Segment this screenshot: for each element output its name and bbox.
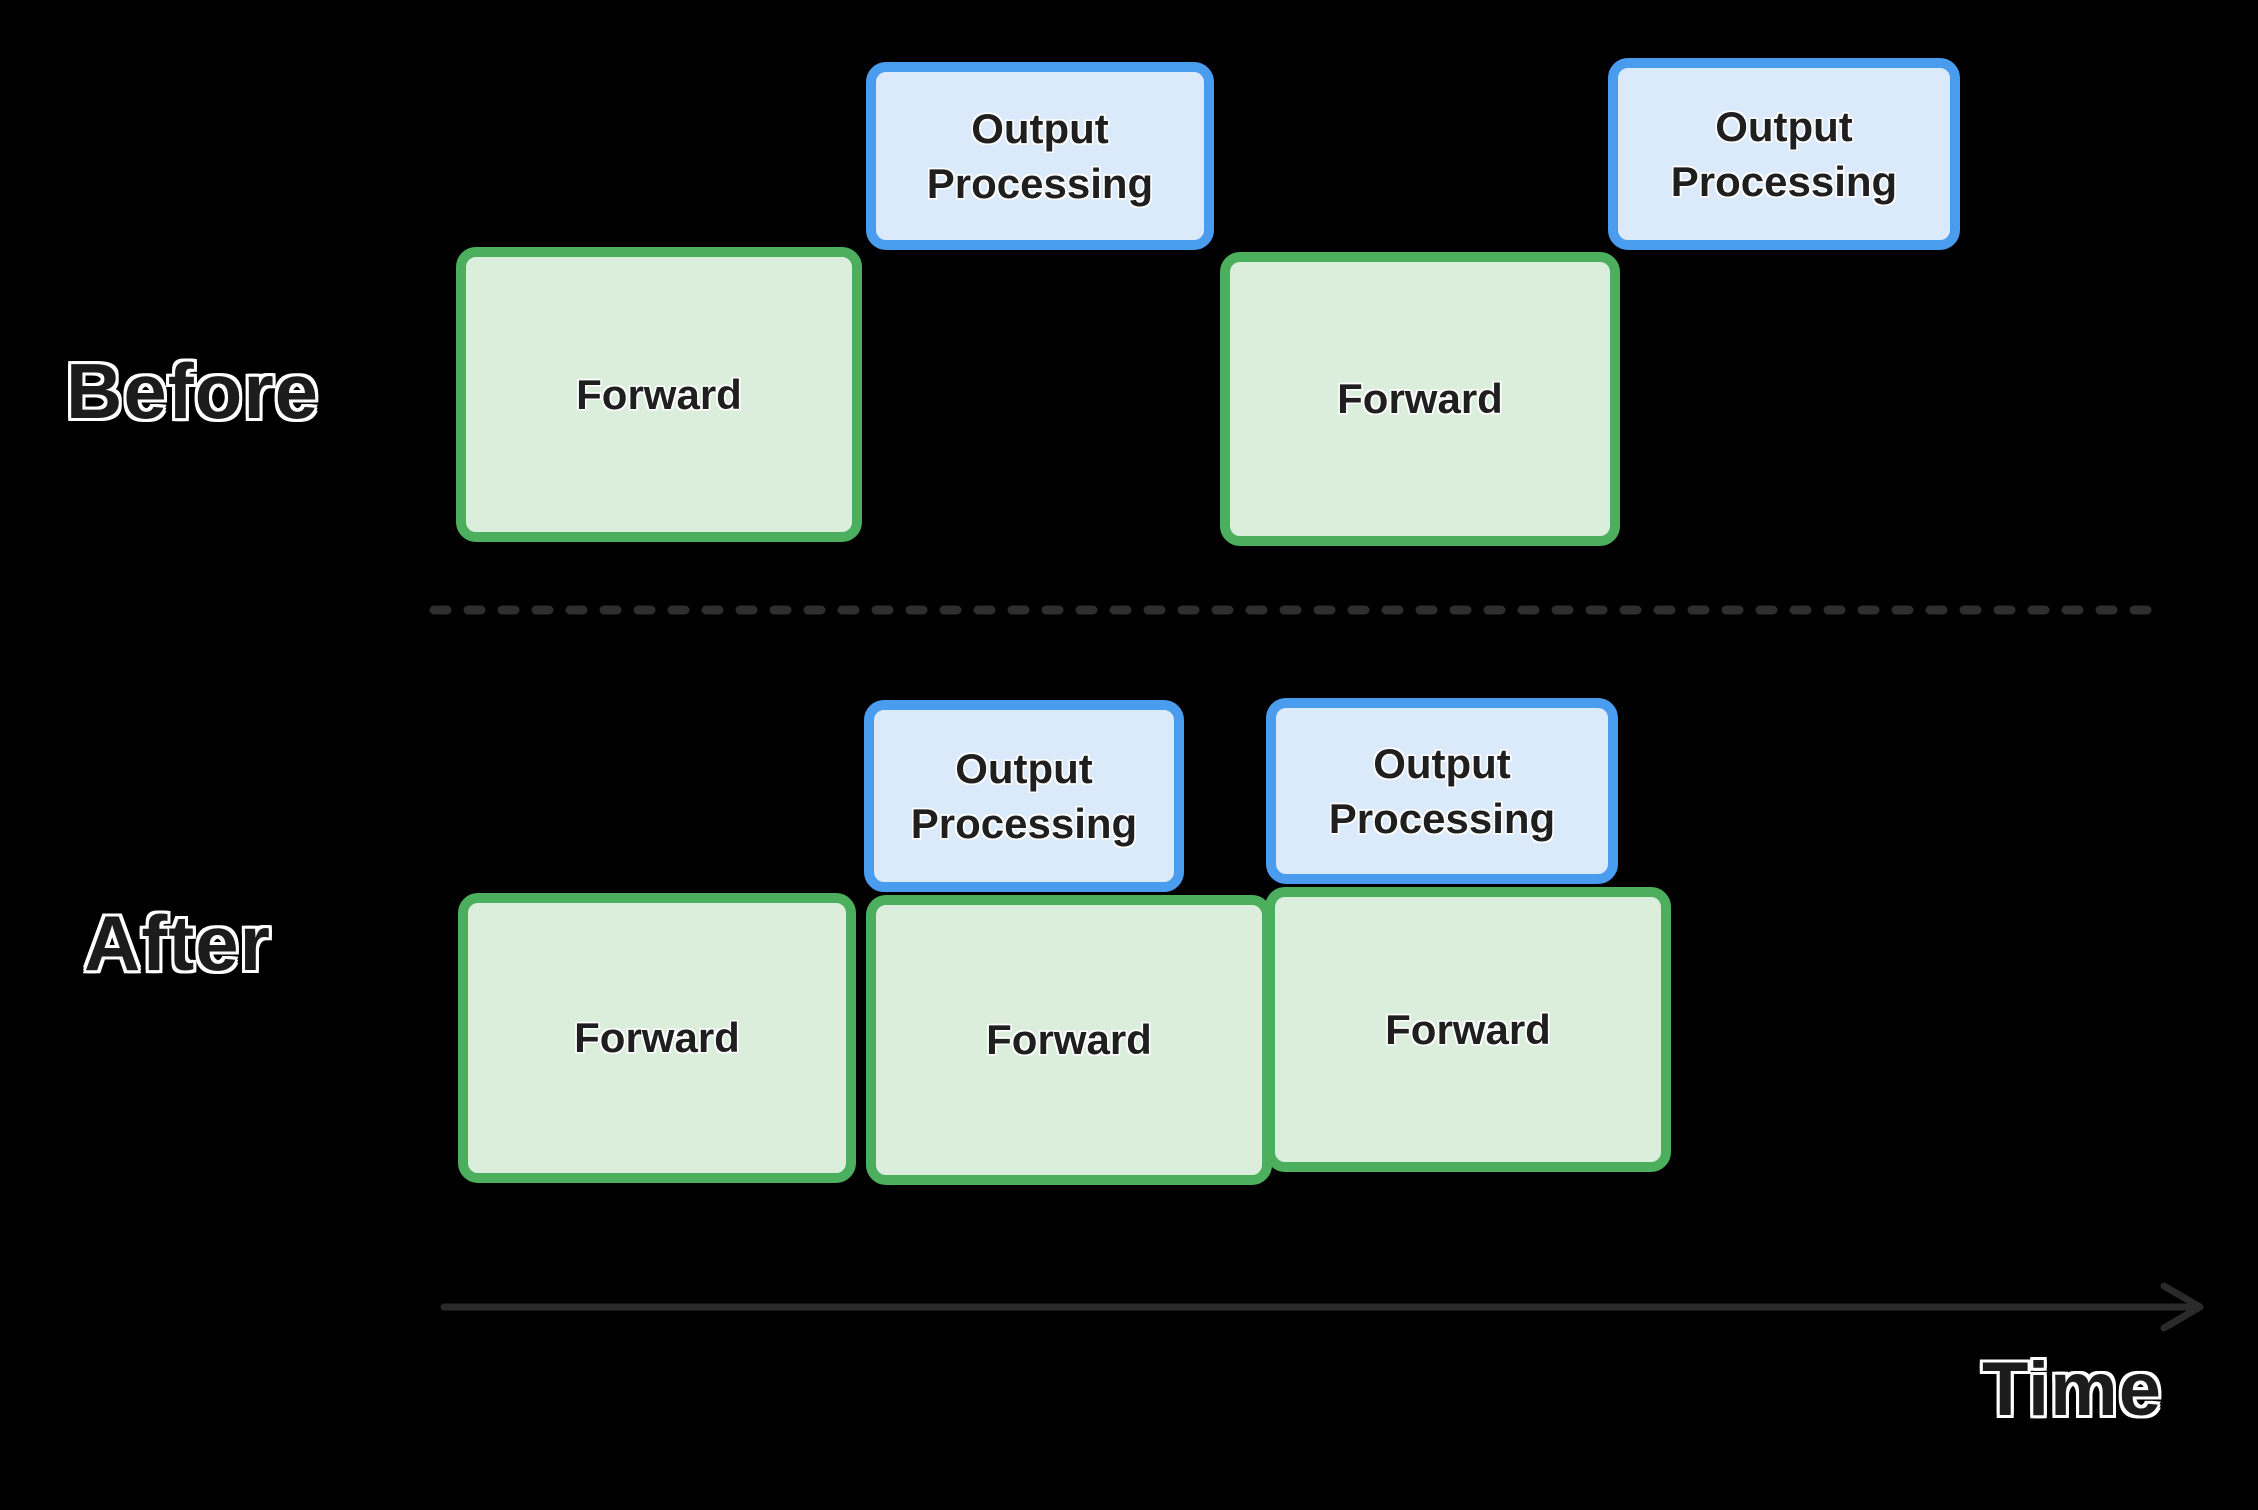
after-forward-block-2: Forward [866,895,1272,1185]
output-processing-block-label: Output Processing [926,104,1154,207]
before-output-processing-block-2: Output Processing [1608,58,1960,250]
before-row-label: Before [66,347,320,435]
forward-block-label: Forward [1385,1005,1551,1053]
time-axis-label: Time [1982,1347,2163,1432]
after-row-label: After [84,899,272,987]
forward-block-label: Forward [574,1014,740,1062]
after-forward-block-1: Forward [458,893,856,1183]
before-forward-block-2: Forward [1220,252,1620,546]
output-processing-block-label: Output Processing [1328,739,1556,842]
output-processing-block-label: Output Processing [1670,102,1898,205]
forward-block-label: Forward [1337,375,1503,423]
time-arrow-head-icon [2160,1282,2204,1332]
before-output-processing-block-1: Output Processing [866,62,1214,250]
forward-block-label: Forward [576,370,742,418]
after-output-processing-block-1: Output Processing [864,700,1184,892]
output-processing-block-label: Output Processing [910,744,1138,847]
after-forward-block-3: Forward [1265,887,1671,1172]
before-forward-block-1: Forward [456,247,862,542]
after-output-processing-block-2: Output Processing [1266,698,1618,884]
forward-block-label: Forward [986,1016,1152,1064]
